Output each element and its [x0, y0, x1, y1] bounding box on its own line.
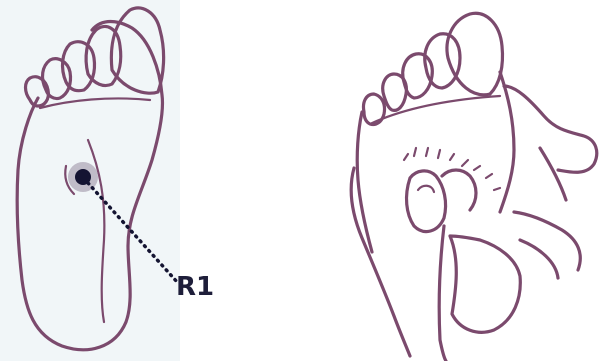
foot-sole-illustration [17, 8, 178, 350]
thumb-nail [418, 186, 434, 192]
massaged-big-toe [447, 13, 503, 94]
supporting-palm [450, 236, 520, 332]
foot-massage-illustration [351, 13, 597, 361]
thumb [407, 171, 446, 232]
wrist [439, 226, 446, 361]
point-label: R1 [176, 274, 214, 300]
right-hand [504, 86, 597, 278]
massaged-fourth-toe [383, 74, 407, 110]
